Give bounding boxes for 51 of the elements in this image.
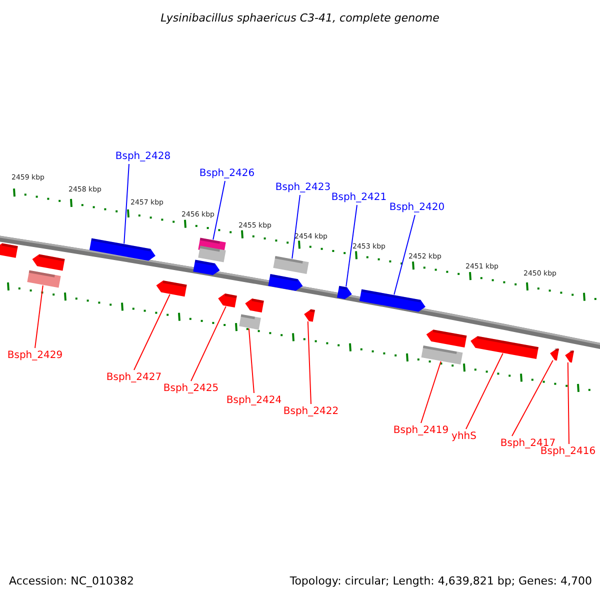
gene-label: Bsph_2421 xyxy=(331,193,387,203)
title: Lysinibacillus sphaericus C3-41, complete genome xyxy=(160,12,440,24)
leader-line xyxy=(212,180,226,240)
footer-text: Accession: NC_010382 xyxy=(9,576,134,586)
gene-block xyxy=(156,280,187,297)
gene-block xyxy=(198,246,226,262)
gene-label: Bsph_2423 xyxy=(275,183,331,193)
leader-line xyxy=(346,204,358,288)
gene-block xyxy=(421,346,463,364)
leader-line xyxy=(34,284,44,348)
leader-line xyxy=(420,360,442,424)
gene-block xyxy=(268,274,303,291)
gene-label: Bsph_2424 xyxy=(226,396,282,406)
gene-label: Bsph_2426 xyxy=(199,169,255,179)
gene-block xyxy=(193,260,220,276)
gene-block xyxy=(218,294,237,308)
gene-block xyxy=(304,309,315,322)
gene-label: Bsph_2419 xyxy=(393,426,449,436)
gene-label: Bsph_2417 xyxy=(500,439,556,449)
gene-block xyxy=(239,314,261,330)
leader-line xyxy=(567,362,570,444)
gene-block xyxy=(337,286,352,300)
gene-block xyxy=(565,350,574,363)
leader-line xyxy=(307,320,312,404)
gene-block xyxy=(550,348,559,361)
gene-block xyxy=(32,254,65,271)
gene-label: Bsph_2416 xyxy=(540,447,596,457)
gene-block xyxy=(273,256,309,274)
leader-line xyxy=(512,360,554,436)
gene-block xyxy=(27,270,61,288)
leader-line xyxy=(292,194,300,260)
gene-label: Bsph_2428 xyxy=(115,152,171,162)
gene-block xyxy=(245,298,264,313)
gene-label: Bsph_2425 xyxy=(163,384,219,394)
leader-line xyxy=(248,328,254,394)
gene-block xyxy=(426,330,467,348)
gene-label: yhhS xyxy=(452,432,476,442)
gene-block xyxy=(470,336,539,359)
leader-line xyxy=(394,214,416,296)
gene-block xyxy=(0,243,18,258)
gene-label: Bsph_2427 xyxy=(106,373,162,383)
leader-line xyxy=(466,352,504,430)
footer-text: Topology: circular; Length: 4,639,821 bp; Genes: 4,700 xyxy=(290,576,592,586)
leader-line xyxy=(190,306,226,382)
leader-line xyxy=(134,294,170,370)
leader-line xyxy=(124,164,130,244)
gene-block xyxy=(359,289,426,312)
gene-label: Bsph_2420 xyxy=(389,203,445,213)
gene-label: Bsph_2422 xyxy=(283,407,339,417)
gene-label: Bsph_2429 xyxy=(7,351,63,361)
gene-block xyxy=(89,238,156,261)
